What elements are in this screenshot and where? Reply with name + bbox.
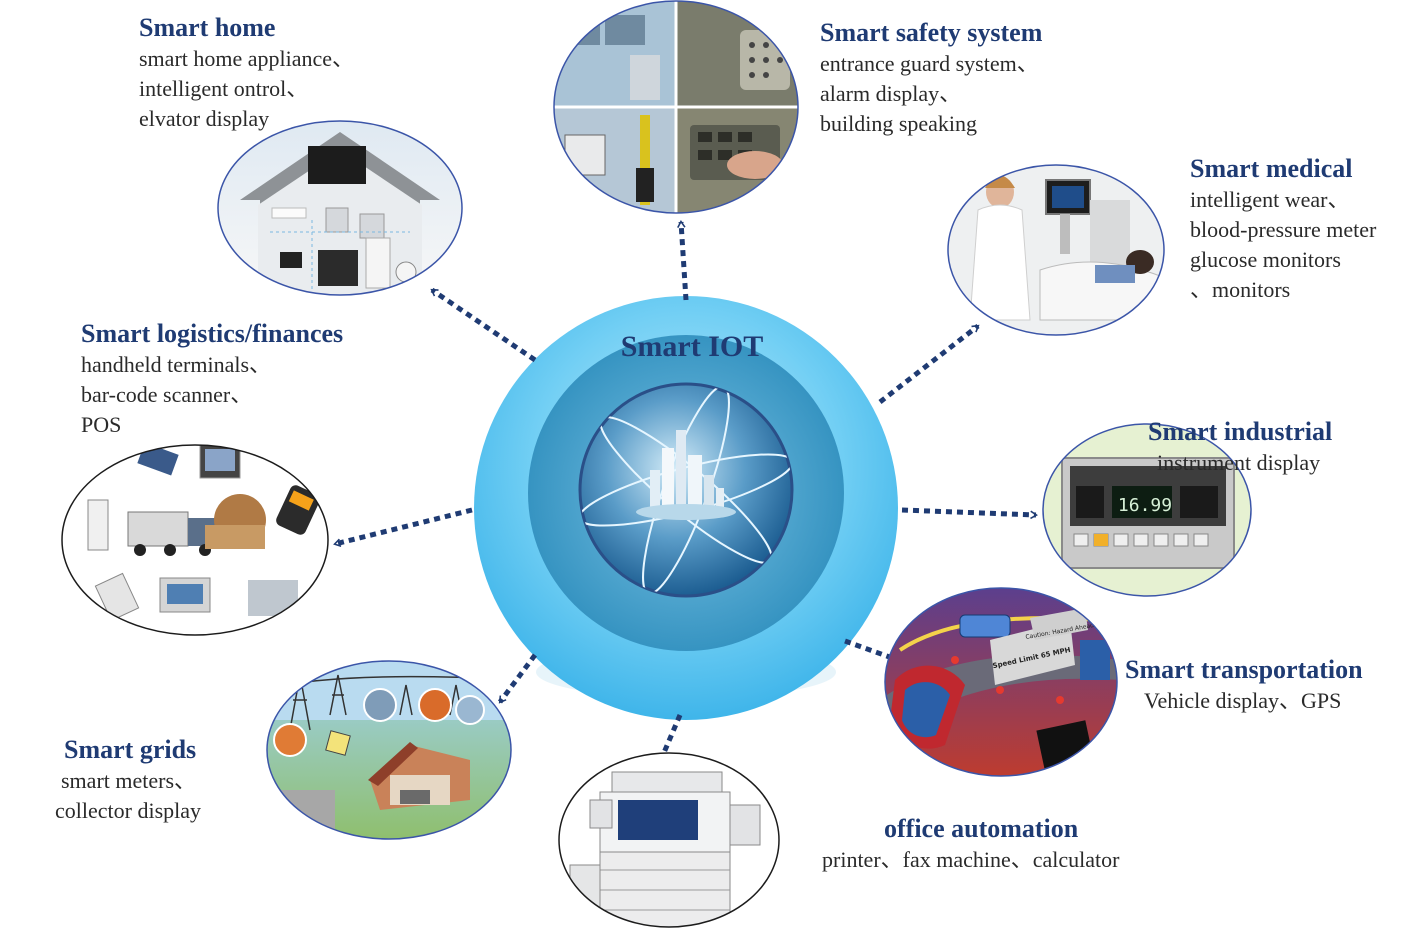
safety-line-3: building speaking [820,111,978,136]
industrial-line-1: instrument display [1157,450,1321,475]
safety-line-2: alarm display、 [820,81,962,106]
logistics-ellipse-border [61,444,329,636]
traffic-photo: Caution: Hazard Ahead Speed Limit 65 MPH [884,587,1118,777]
medical-title: Smart medical [1190,154,1353,183]
logistics-title: Smart logistics/finances [81,319,344,348]
medical-line-1: intelligent wear、 [1190,187,1350,212]
arrow-to-safety [677,220,689,301]
industrial-title: Smart industrial [1148,417,1333,446]
medical-label: Smart medical intelligent wear、 blood-pr… [1190,153,1376,305]
medical-line-2: blood-pressure meter [1190,217,1377,242]
home-line-2: intelligent ontrol、 [139,76,309,101]
office-title: office automation [884,814,1079,843]
logistics-line-2: bar-code scanner、 [81,382,253,407]
arrow-to-grids [497,653,538,704]
arrow-to-home [430,287,537,363]
logistics-label: Smart logistics/finances handheld termin… [81,318,343,440]
transportation-title: Smart transportation [1125,655,1363,684]
grids-title: Smart grids [64,735,197,764]
house-photo [217,120,463,296]
safety-ellipse-border [553,0,799,214]
logistics-line-1: handheld terminals、 [81,352,272,377]
transportation-label: Smart transportation Vehicle display、GPS [1125,654,1363,716]
arrow-to-logistics [333,507,473,547]
arrow-to-office [657,714,683,764]
safety-line-1: entrance guard system、 [820,51,1039,76]
arrow-to-industrial [901,507,1038,520]
industrial-label: Smart industrial instrument display [1148,416,1332,478]
office-label: office automation printer、fax machine、ca… [822,813,1119,875]
grids-line-2: collector display [55,798,202,823]
industrial-photo: 16.99 [1042,423,1252,597]
medical-line-4: 、monitors [1190,277,1291,302]
grids-ellipse-border [266,660,512,840]
home-label: Smart home smart home appliance、 intelli… [139,12,354,134]
grids-line-1: smart meters、 [61,768,197,793]
safety-title: Smart safety system [820,18,1043,47]
grids-label: Smart grids smart meters、 collector disp… [55,734,201,826]
grid-photo [266,660,512,840]
office-ellipse-border [558,752,780,928]
printer-photo [558,752,780,928]
logistics-line-3: POS [81,412,122,437]
home-line-3: elvator display [139,106,270,131]
home-title: Smart home [139,13,276,42]
security-photo [553,0,799,214]
logistics-photo [61,444,329,636]
safety-label: Smart safety system entrance guard syste… [820,17,1042,139]
office-line-1: printer、fax machine、calculator [822,847,1120,872]
medical-line-3: glucose monitors [1190,247,1341,272]
industrial-ellipse-border [1042,423,1252,597]
medical-ellipse-border [947,164,1165,336]
industrial-readout: 16.99 [1118,495,1172,516]
transportation-ellipse-border [884,587,1118,777]
home-line-1: smart home appliance、 [139,46,355,71]
hub-title: Smart IOT [621,330,764,363]
home-ellipse-border [217,120,463,296]
medical-photo [947,164,1165,336]
transportation-line-1: Vehicle display、GPS [1144,688,1342,713]
arrow-to-medical [878,324,980,404]
smart-iot-hub: Smart IOT [474,296,898,720]
